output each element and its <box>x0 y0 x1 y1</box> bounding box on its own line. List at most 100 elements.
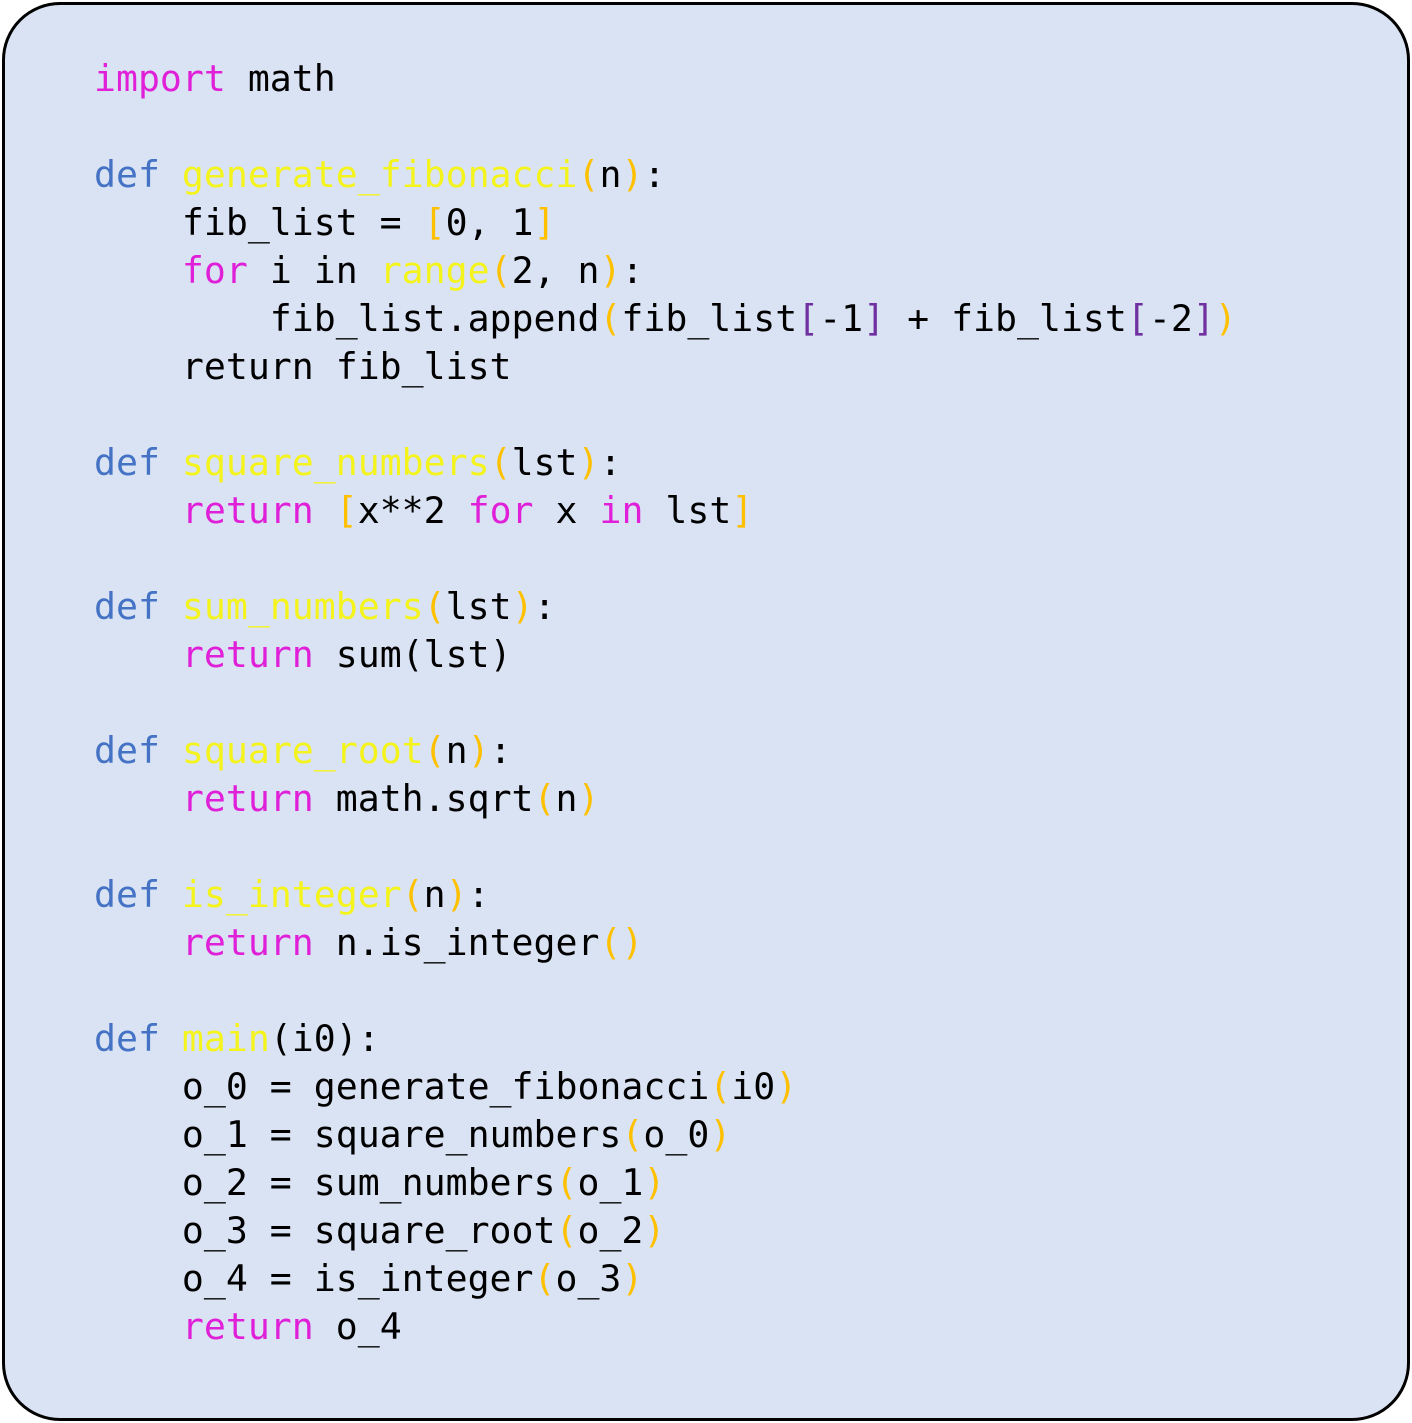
code-token: [ <box>797 297 820 340</box>
code-token: ( <box>533 777 556 820</box>
code-line: o_1 = square_numbers(o_0) <box>94 1111 1237 1159</box>
code-line: for i in range(2, n): <box>94 247 1237 295</box>
code-line: def is_integer(n): <box>94 871 1237 919</box>
code-token: return <box>181 921 314 964</box>
code-token: o_1 = square_numbers <box>94 1113 622 1156</box>
code-line: return [x**2 for x in lst] <box>94 487 1237 535</box>
code-token: x <box>533 489 600 532</box>
code-token: [ <box>423 201 446 244</box>
code-line: o_4 = is_integer(o_3) <box>94 1255 1237 1303</box>
code-token: : <box>467 873 490 916</box>
code-token: n <box>599 153 622 196</box>
code-line: o_3 = square_root(o_2) <box>94 1207 1237 1255</box>
code-line <box>94 823 1237 871</box>
code-line <box>94 103 1237 151</box>
code-token: ( <box>709 1065 732 1108</box>
code-token: for <box>181 249 248 292</box>
code-token <box>94 921 182 964</box>
code-token: ( <box>423 585 446 628</box>
code-token: (i0): <box>269 1017 380 1060</box>
code-token: o_3 <box>555 1257 622 1300</box>
code-token: def <box>94 585 160 628</box>
code-token: n.is_integer <box>313 921 600 964</box>
code-line: def main(i0): <box>94 1015 1237 1063</box>
code-line: return fib_list <box>94 343 1237 391</box>
code-token: n <box>423 873 446 916</box>
code-token <box>160 729 182 772</box>
code-token: : <box>599 441 622 484</box>
code-token: lst <box>511 441 578 484</box>
code-token <box>160 585 182 628</box>
code-token: ) <box>621 1257 644 1300</box>
code-token: () <box>599 921 644 964</box>
code-line: return n.is_integer() <box>94 919 1237 967</box>
code-token: return <box>181 633 314 676</box>
code-line: fib_list.append(fib_list[-1] + fib_list[… <box>94 295 1237 343</box>
code-token: range <box>379 249 490 292</box>
code-token: import <box>94 57 226 100</box>
code-token: is_integer <box>181 873 402 916</box>
code-token: o_0 <box>643 1113 710 1156</box>
code-token: o_0 = generate_fibonacci <box>94 1065 710 1108</box>
code-token: i0 <box>731 1065 776 1108</box>
code-token: -1 <box>819 297 864 340</box>
code-token: n <box>555 777 578 820</box>
code-block: import math def generate_fibonacci(n): f… <box>94 55 1237 1351</box>
code-token: for <box>467 489 534 532</box>
code-token: fib_list <box>621 297 798 340</box>
code-token <box>94 633 182 676</box>
code-line <box>94 967 1237 1015</box>
code-line: def sum_numbers(lst): <box>94 583 1237 631</box>
code-token: ( <box>489 441 512 484</box>
code-token: ( <box>621 1113 644 1156</box>
code-token: ( <box>577 153 600 196</box>
code-token: def <box>94 873 160 916</box>
code-token: return <box>181 1305 314 1348</box>
code-token: [ <box>335 489 358 532</box>
code-token: ) <box>709 1113 732 1156</box>
code-token: ( <box>555 1161 578 1204</box>
code-token <box>160 1017 182 1060</box>
code-token: o_3 = square_root <box>94 1209 556 1252</box>
code-token: lst <box>445 585 512 628</box>
code-token: ) <box>1214 297 1237 340</box>
code-token <box>94 249 182 292</box>
code-token: square_numbers <box>181 441 490 484</box>
code-line: fib_list = [0, 1] <box>94 199 1237 247</box>
code-token: square_root <box>181 729 424 772</box>
code-token: sum_numbers <box>181 585 424 628</box>
code-token <box>160 153 182 196</box>
code-token: generate_fibonacci <box>181 153 578 196</box>
code-token <box>160 873 182 916</box>
code-line: def square_root(n): <box>94 727 1237 775</box>
code-token: o_1 <box>577 1161 644 1204</box>
code-token <box>94 777 182 820</box>
code-token: def <box>94 153 160 196</box>
code-line <box>94 679 1237 727</box>
code-line: def generate_fibonacci(n): <box>94 151 1237 199</box>
code-token: ( <box>489 249 512 292</box>
code-token: + fib_list <box>885 297 1127 340</box>
code-token: : <box>489 729 512 772</box>
code-token: 2, n <box>511 249 600 292</box>
code-token: math.sqrt <box>313 777 534 820</box>
code-token: ) <box>511 585 534 628</box>
code-token: ) <box>577 777 600 820</box>
code-token: ] <box>863 297 886 340</box>
code-token <box>94 489 182 532</box>
code-token: ] <box>1192 297 1215 340</box>
code-token: o_4 = is_integer <box>94 1257 534 1300</box>
code-token: x**2 <box>357 489 468 532</box>
code-line: return o_4 <box>94 1303 1237 1351</box>
code-line: return math.sqrt(n) <box>94 775 1237 823</box>
code-line: o_2 = sum_numbers(o_1) <box>94 1159 1237 1207</box>
code-token <box>314 489 336 532</box>
code-token: main <box>181 1017 270 1060</box>
code-token: ] <box>533 201 556 244</box>
code-token <box>94 1305 182 1348</box>
code-token: ) <box>467 729 490 772</box>
code-token: ( <box>423 729 446 772</box>
code-token: o_2 <box>577 1209 644 1252</box>
code-token: -2 <box>1148 297 1193 340</box>
